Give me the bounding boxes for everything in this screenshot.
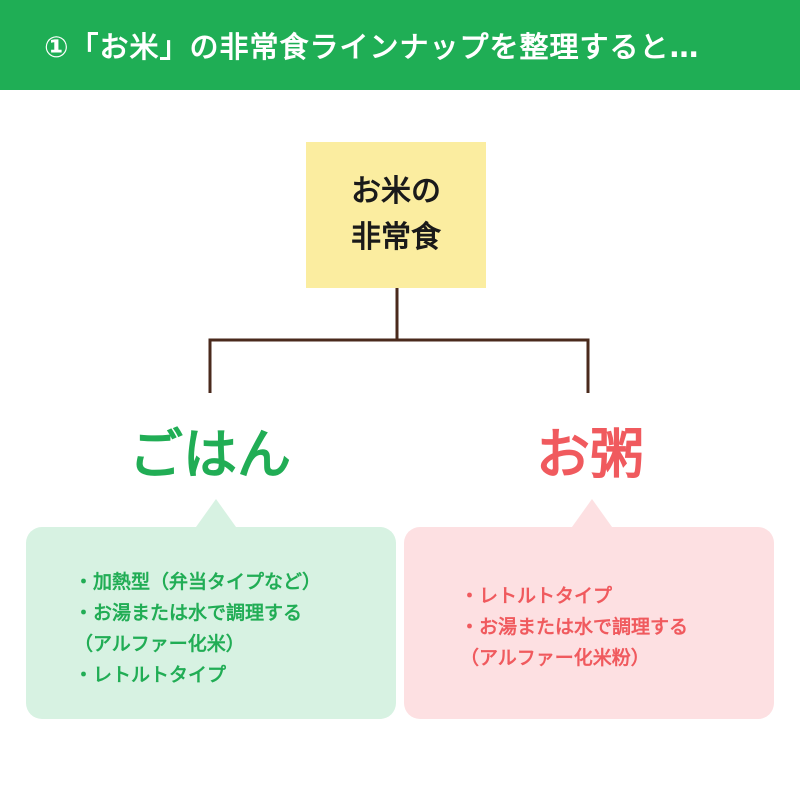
list-item: （アルファー化米） <box>74 633 245 655</box>
list-item: ・お湯または水で調理する <box>74 602 303 624</box>
header-banner: ①「お米」の非常食ラインナップを整理すると… <box>0 0 800 90</box>
root-node-line2: 非常食 <box>351 220 441 255</box>
list-item: ・レトルトタイプ <box>460 585 613 607</box>
branch-label-kayu: お粥 <box>536 423 644 486</box>
list-item: ・レトルトタイプ <box>74 664 227 686</box>
kayu-item-list: ・レトルトタイプ ・お湯または水で調理する （アルファー化米粉） <box>460 581 688 674</box>
root-node: お米の 非常食 <box>306 142 486 288</box>
root-node-line1: お米の <box>351 174 441 209</box>
rice-item-list: ・加熱型（弁当タイプなど） ・お湯または水で調理する （アルファー化米） ・レト… <box>74 567 321 691</box>
branch-label-rice: ごはん <box>129 423 291 486</box>
bubble-pointer <box>572 499 612 527</box>
list-item: ・お湯または水で調理する <box>460 616 689 638</box>
list-item: ・加熱型（弁当タイプなど） <box>74 571 322 593</box>
bubble-pointer <box>196 499 236 527</box>
list-item: （アルファー化米粉） <box>460 647 650 669</box>
kayu-info-bubble: ・レトルトタイプ ・お湯または水で調理する （アルファー化米粉） <box>404 499 774 719</box>
page-title: ①「お米」の非常食ラインナップを整理すると… <box>44 30 700 64</box>
connector-lines <box>208 288 590 393</box>
rice-info-bubble: ・加熱型（弁当タイプなど） ・お湯または水で調理する （アルファー化米） ・レト… <box>26 499 396 719</box>
